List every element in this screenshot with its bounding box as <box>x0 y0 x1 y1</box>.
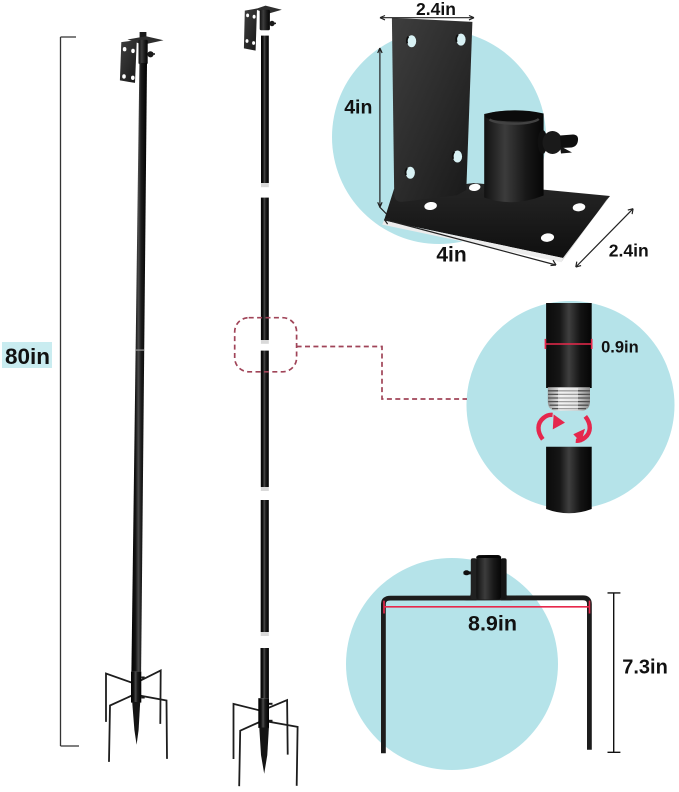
svg-text:2.4in: 2.4in <box>416 0 456 19</box>
svg-text:7.3in: 7.3in <box>622 657 668 679</box>
svg-text:8.9in: 8.9in <box>468 612 517 636</box>
svg-text:4in: 4in <box>344 96 372 118</box>
svg-text:2.4in: 2.4in <box>609 241 649 261</box>
svg-text:0.9in: 0.9in <box>601 338 639 356</box>
svg-text:80in: 80in <box>5 344 50 369</box>
svg-text:4in: 4in <box>436 243 466 266</box>
